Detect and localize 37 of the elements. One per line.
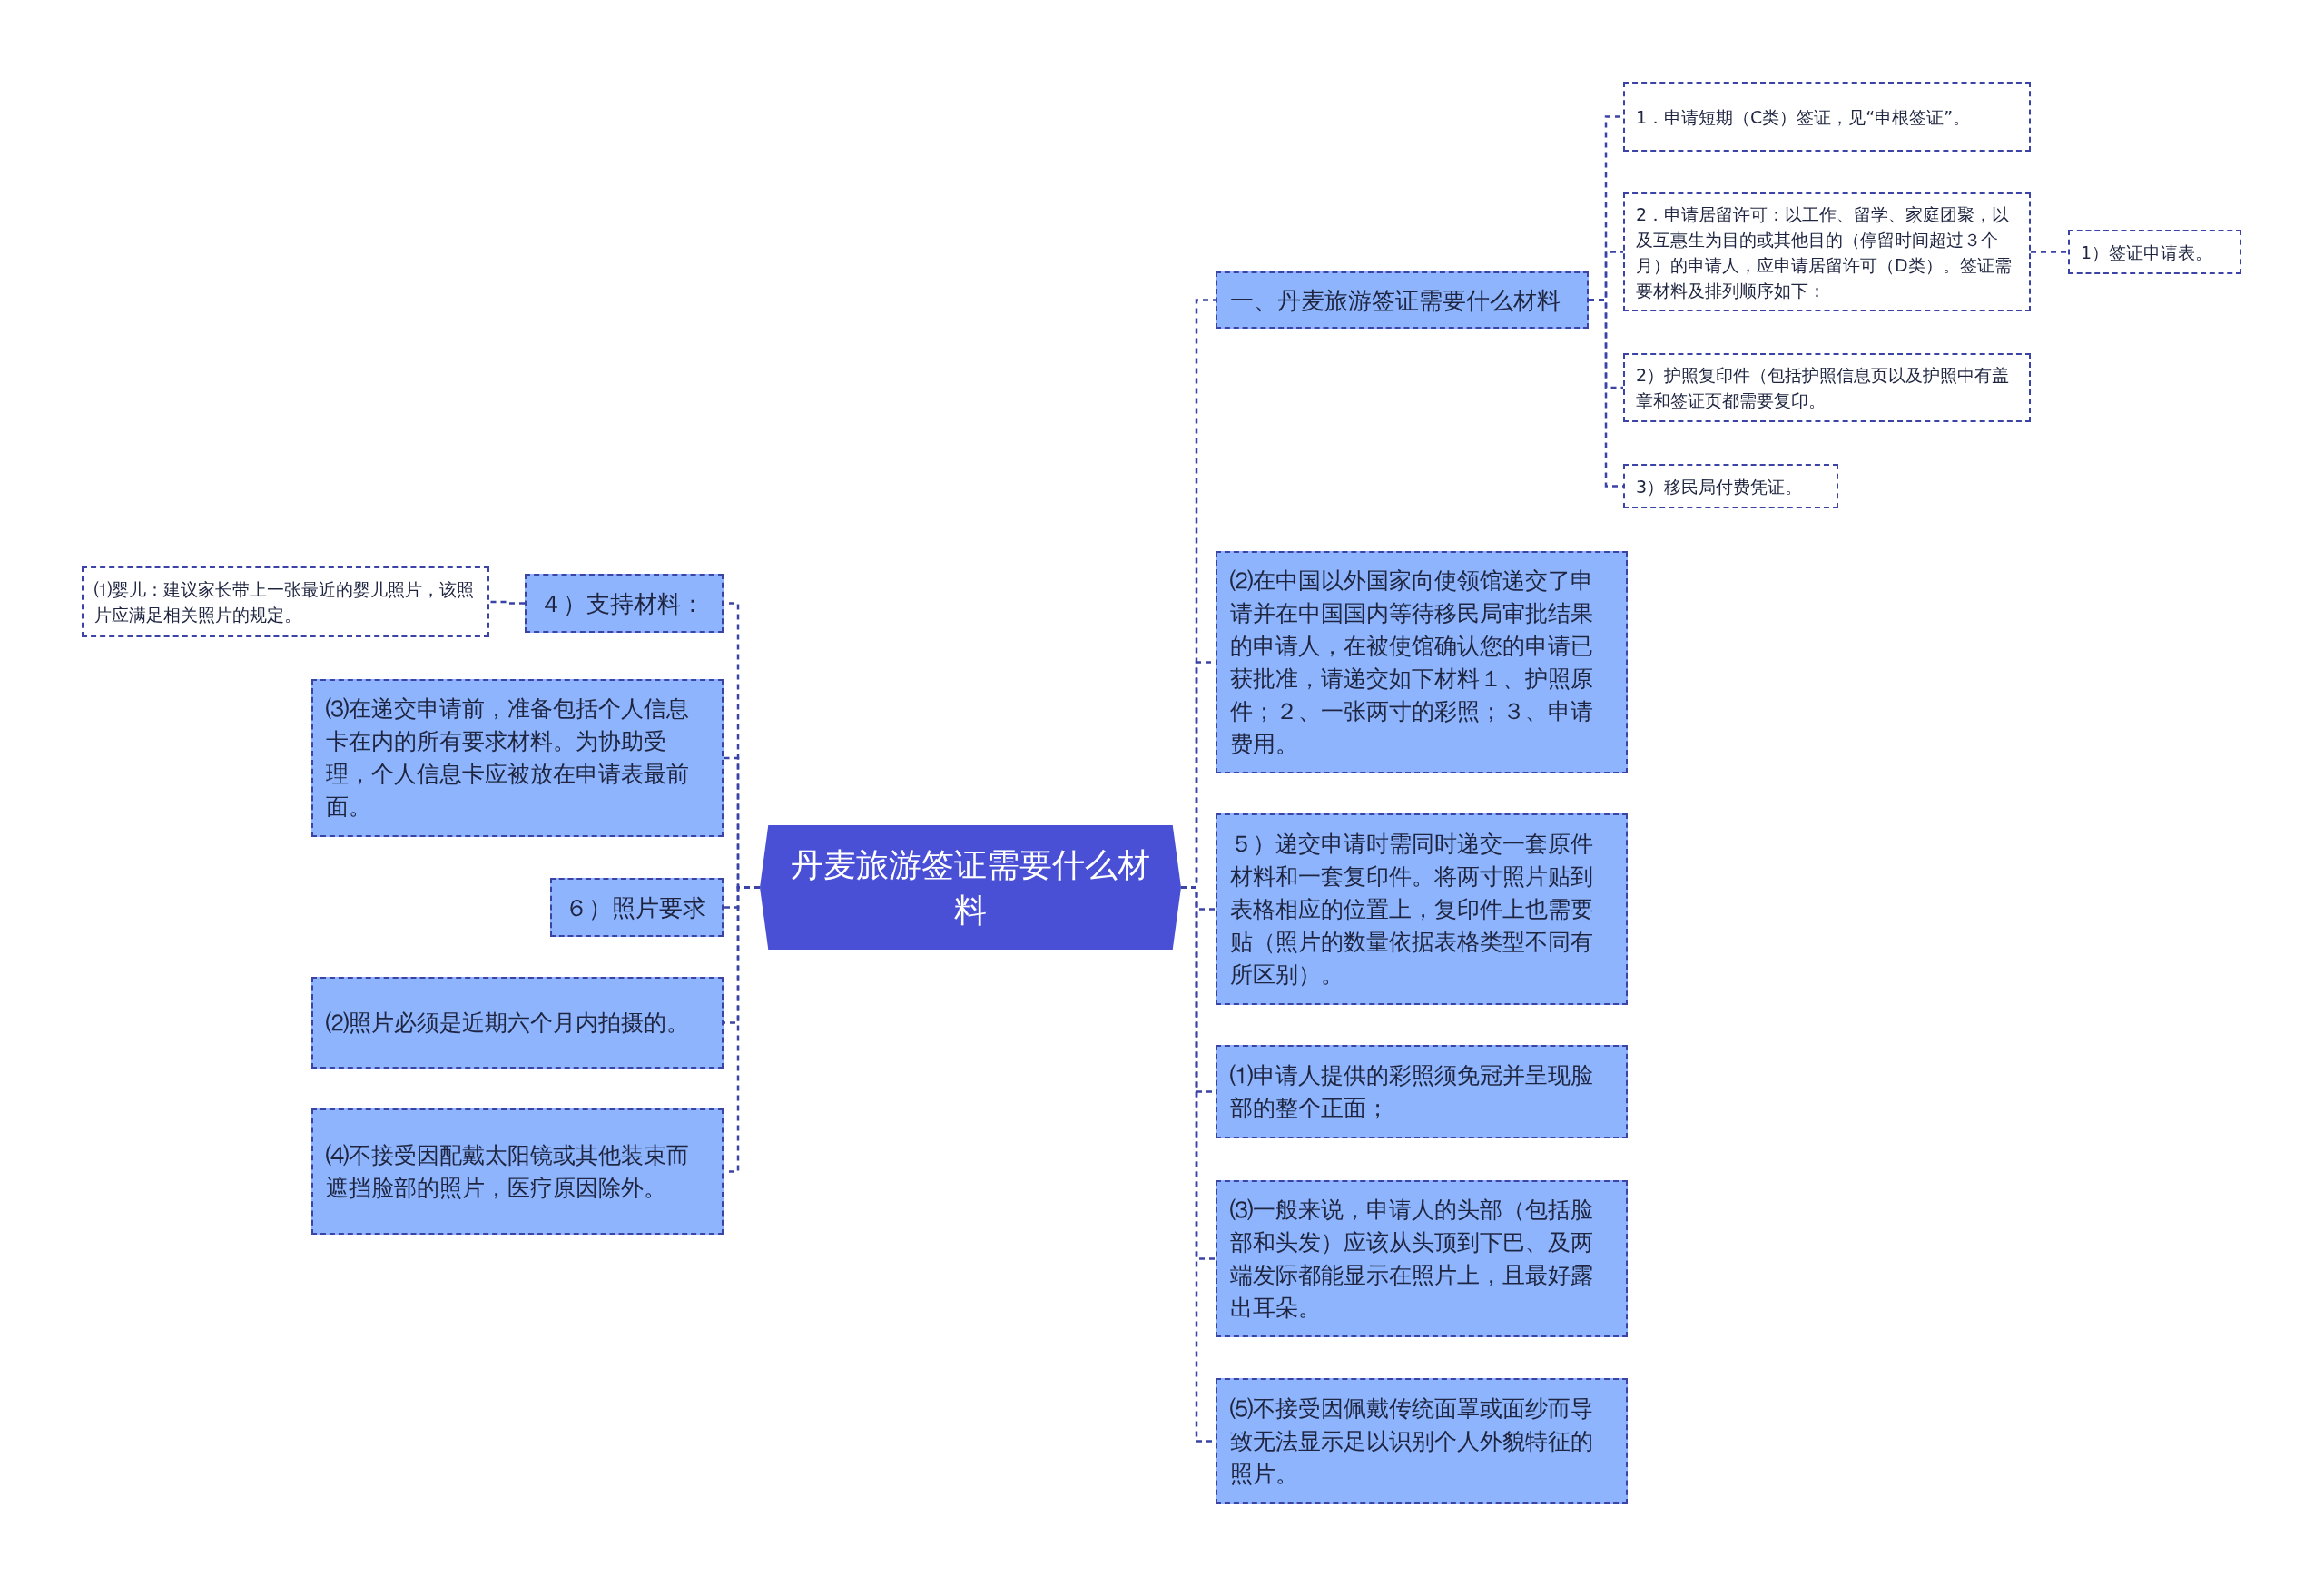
topic-box: [525, 574, 724, 633]
topic-box: [550, 878, 724, 937]
connector-line: [489, 600, 525, 605]
node-text: 3）移民局付费凭证。: [1636, 475, 1803, 498]
subtopic-box: [1623, 353, 2031, 422]
node-text: ⑴婴儿：建议家长带上一张最近的婴儿照片，该照片应满足相关照片的规定。: [94, 578, 475, 626]
topic-box: [311, 1108, 724, 1235]
node-text: ⑸不接受因佩戴传统面罩或面纱而导致无法显示足以识别个人外貌特征的照片。: [1230, 1394, 1594, 1489]
node-text: 1）签证申请表。: [2081, 241, 2213, 264]
node-text: ６）照片要求: [565, 892, 706, 923]
topic-box: [1216, 813, 1628, 1005]
node-text: 2）护照复印件（包括护照信息页以及护照中有盖章和签证页都需要复印。: [1636, 364, 2011, 412]
node-text: ４）支持材料：: [539, 588, 704, 619]
topic-box: [311, 977, 724, 1069]
subtopic-box: [82, 566, 489, 637]
node-text: 一、丹麦旅游签证需要什么材料: [1230, 285, 1561, 316]
subtopic-box: [2068, 230, 2241, 274]
node-text: ⑶一般来说，申请人的头部（包括脸部和头发）应该从头顶到下巴、及两端发际都能显示在照片上，且最好露出耳朵。: [1230, 1195, 1594, 1323]
connector-line: [2031, 251, 2068, 253]
node-text: ⑴申请人提供的彩照须免冠并呈现脸部的整个正面；: [1230, 1060, 1594, 1123]
subtopic-box: [1623, 464, 1838, 508]
topic-box: [1216, 1378, 1628, 1504]
topic-box: [1216, 1045, 1628, 1138]
node-text: 1．申请短期（C类）签证，见“申根签证”。: [1636, 105, 1971, 129]
node-text: ５）递交申请时需同时递交一套原件材料和一套复印件。将两寸照片贴到表格相应的位置上，复印件上也需要贴（照片的数量依据表格类型不同有所区别）。: [1230, 829, 1594, 990]
topic-box: [311, 679, 724, 837]
node-text: 2．申请居留许可：以工作、留学、家庭团聚，以及互惠生为目的或其他目的（停留时间超过３个月）的申请人，应申请居留许可（D类）。签证需要材料及排列顺序如下：: [1636, 202, 2013, 302]
topic-box: [1216, 551, 1628, 773]
node-text: ⑵在中国以外国家向使领馆递交了申请并在中国国内等待移民局审批结果的申请人，在被使馆确认您的申请已获批准，请递交如下材料１、护照原件；２、一张两寸的彩照；３、申请费用。: [1230, 566, 1594, 759]
topic-box: [1216, 1180, 1628, 1337]
node-text: ⑶在递交申请前，准备包括个人信息卡在内的所有要求材料。为协助受理，个人信息卡应被放在申请表最前面。: [326, 694, 690, 822]
node-text: ⑷不接受因配戴太阳镜或其他装束而遮挡脸部的照片，医疗原因除外。: [326, 1140, 690, 1203]
subtopic-box: [1623, 82, 2031, 152]
node-text: ⑵照片必须是近期六个月内拍摄的。: [326, 1008, 689, 1038]
subtopic-box: [1623, 192, 2031, 311]
node-text: 丹麦旅游签证需要什么材料: [790, 844, 1151, 931]
topic-box: [1216, 271, 1589, 329]
